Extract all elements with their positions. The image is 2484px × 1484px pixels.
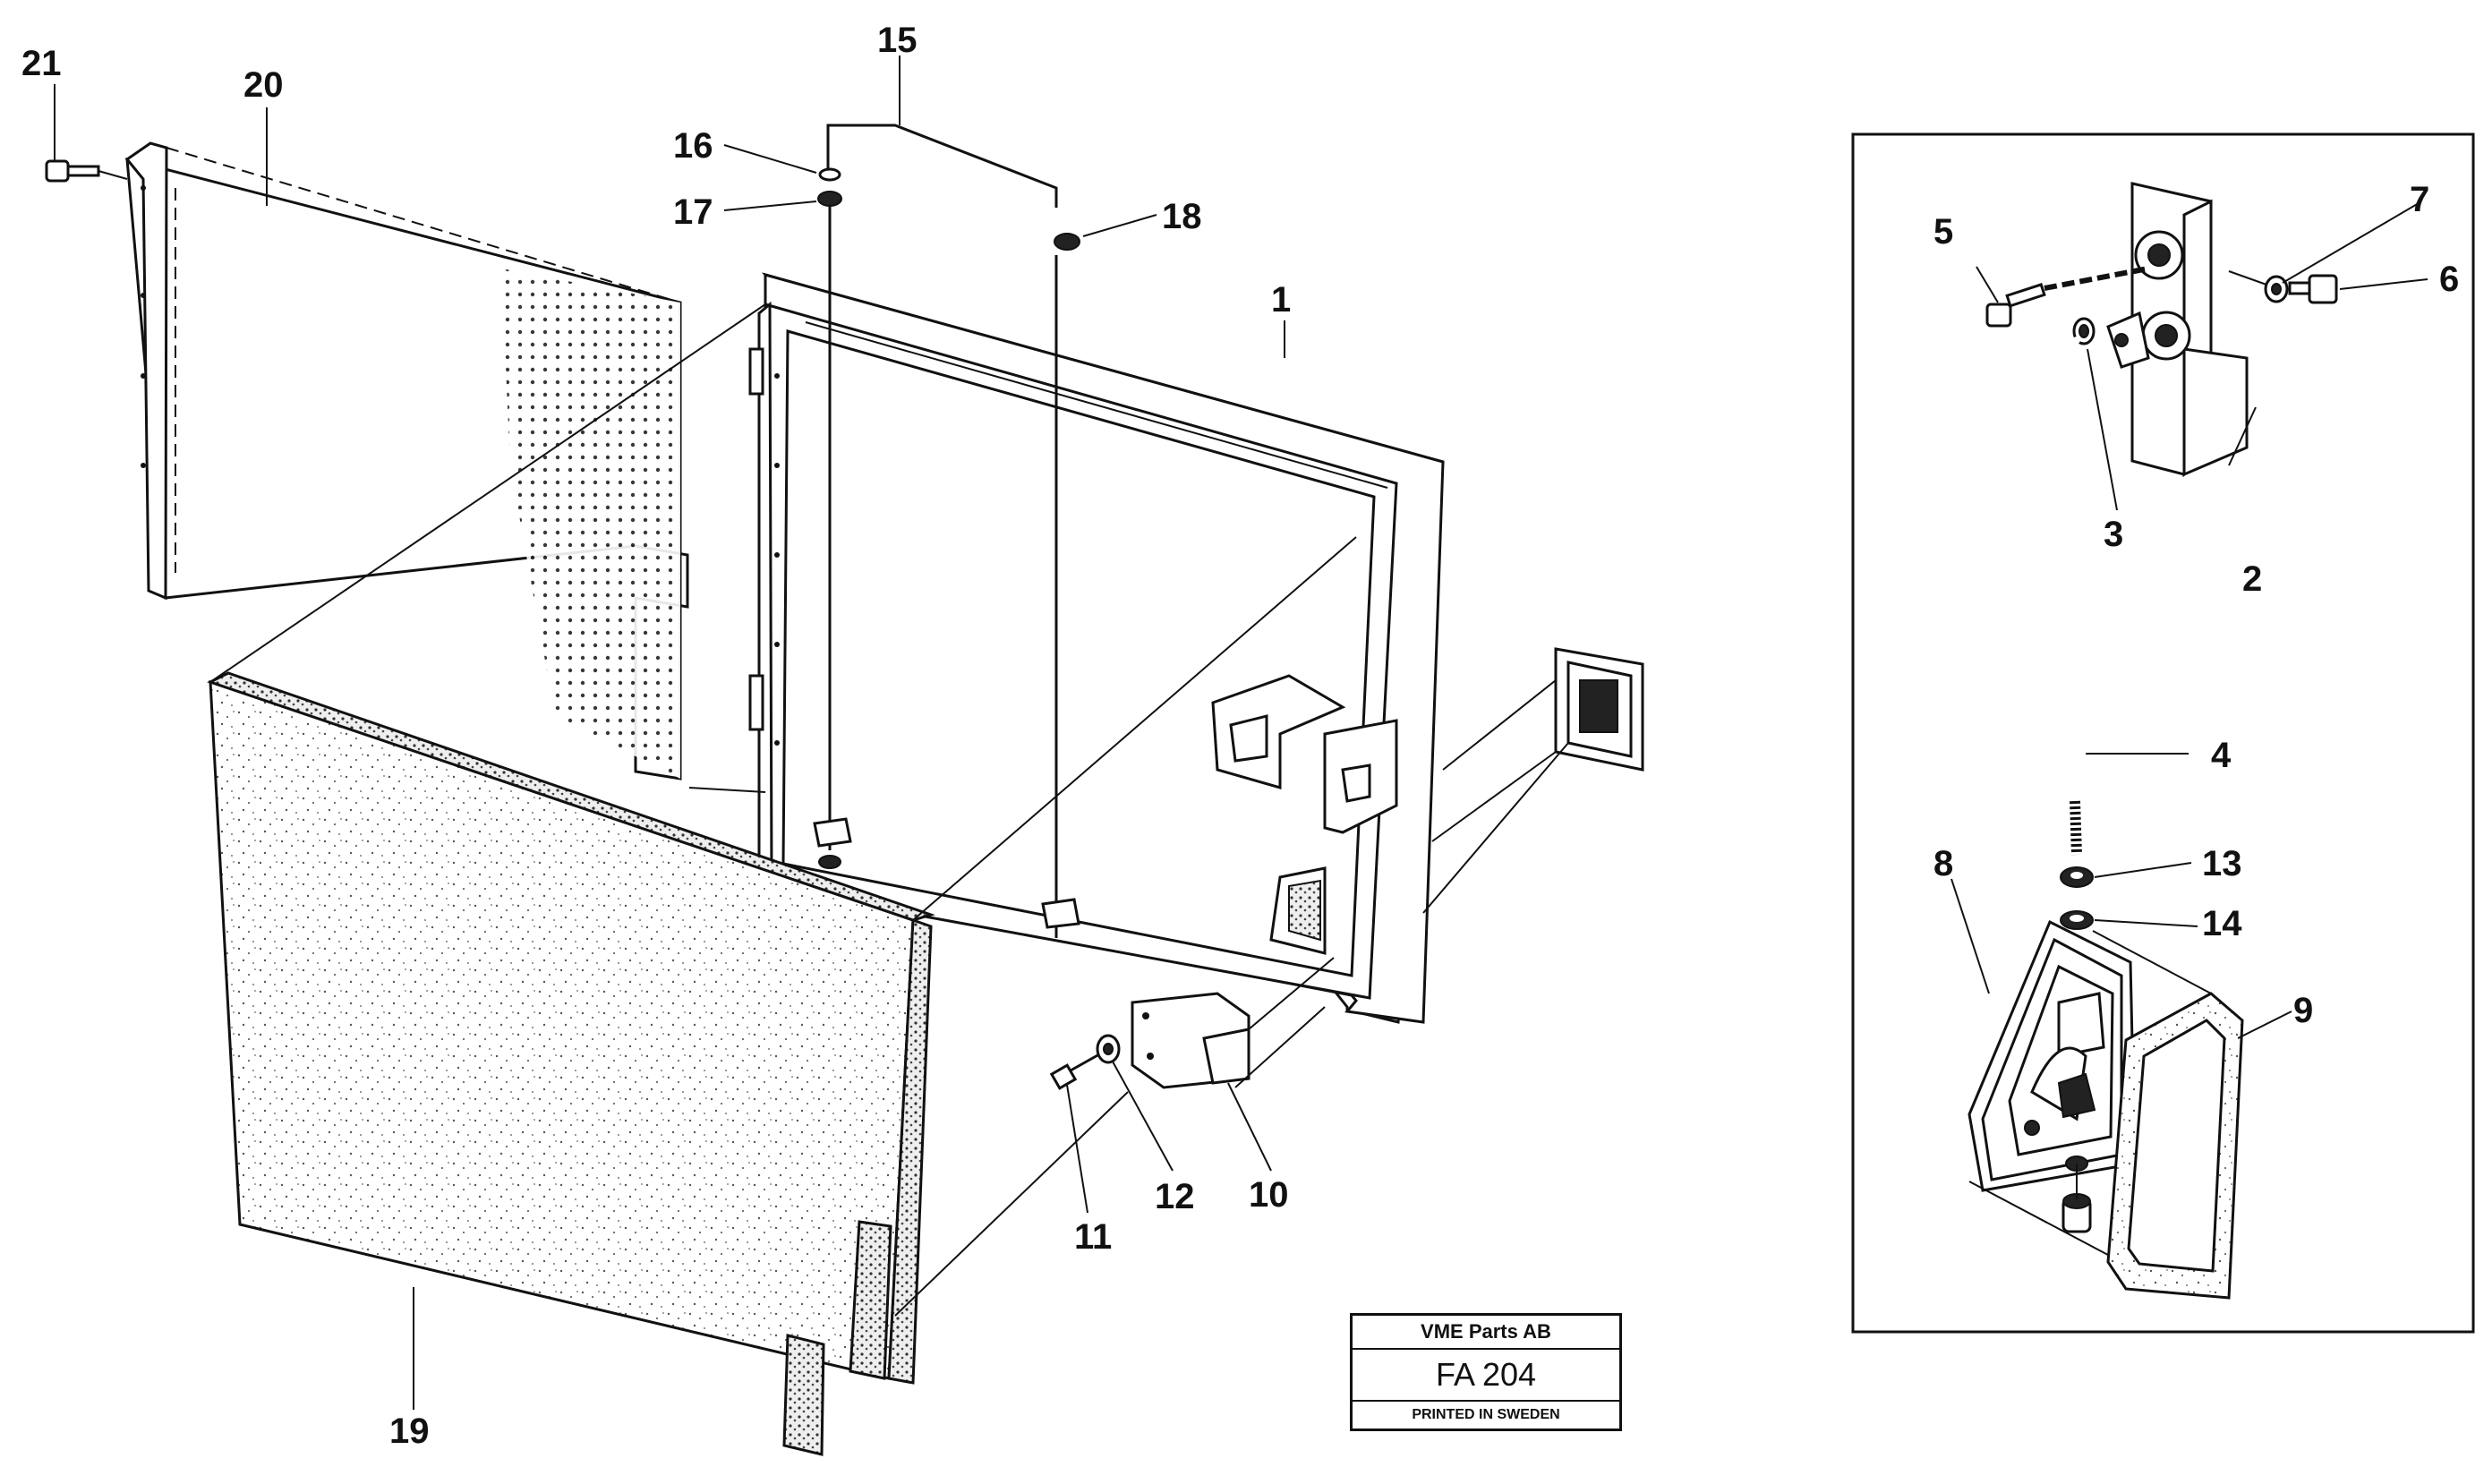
stamp-box: VME Parts AB FA 204 PRINTED IN SWEDEN [1350,1313,1622,1431]
callout-20: 20 [243,65,284,105]
leader-lines [54,55,2429,1410]
part-6-bolt [2228,270,2338,304]
stamp-company: VME Parts AB [1353,1316,1619,1350]
callout-16: 16 [673,126,713,166]
part-8-lock-housing [1968,919,2137,1192]
callout-3: 3 [2104,515,2123,554]
callout-10: 10 [1249,1175,1289,1215]
part-2-lock-plate [2106,182,2249,478]
part-7-washer [2264,275,2289,303]
lock-housing-small [1422,647,1644,914]
frame-brackets [1211,674,1398,955]
part-21-bolt [45,159,128,183]
part-20-perforated-panel [124,141,689,780]
callout-18: 18 [1162,197,1202,236]
part-9-gasket [2106,992,2244,1300]
part-12-washer [1096,1034,1121,1064]
stamp-printed: PRINTED IN SWEDEN [1412,1407,1560,1422]
part-4-rod [2019,337,2082,856]
callout-19: 19 [389,1412,430,1451]
callout-6: 6 [2439,260,2459,299]
part-10-bracket [1131,957,1335,1089]
part-17-washer [817,191,842,207]
part-18-cap [1054,233,1080,251]
detail-box [1851,132,2475,1334]
callout-7: 7 [2410,180,2429,219]
stamp-code: FA 204 [1353,1350,1619,1402]
callout-5: 5 [1933,212,1953,252]
callout-15: 15 [877,21,918,60]
part-19-board [207,303,1357,1456]
callout-13: 13 [2202,844,2242,883]
callout-8: 8 [1933,844,1953,883]
callout-4: 4 [2211,736,2232,775]
callout-12: 12 [1155,1177,1195,1216]
callout-labels: 1 2 3 4 5 6 7 8 9 10 11 12 13 14 15 16 1… [21,21,2459,1451]
callout-2: 2 [2242,559,2262,599]
rod-clips [813,817,1080,929]
callout-17: 17 [673,192,713,232]
callout-21: 21 [21,44,62,83]
part-15-rod [826,124,1058,938]
part-5-bolt [1985,266,2149,328]
callout-9: 9 [2293,991,2313,1030]
part-13-nut [2060,866,2094,888]
callout-14: 14 [2202,904,2242,943]
part-11-screw [1049,1053,1100,1090]
part-14-washer [2060,910,2094,930]
callout-1: 1 [1271,280,1291,320]
part-16-washer [818,167,841,182]
part-1-door-frame [748,272,1445,1024]
lock-cylinder [1968,930,2212,1263]
callout-11: 11 [1074,1217,1112,1257]
